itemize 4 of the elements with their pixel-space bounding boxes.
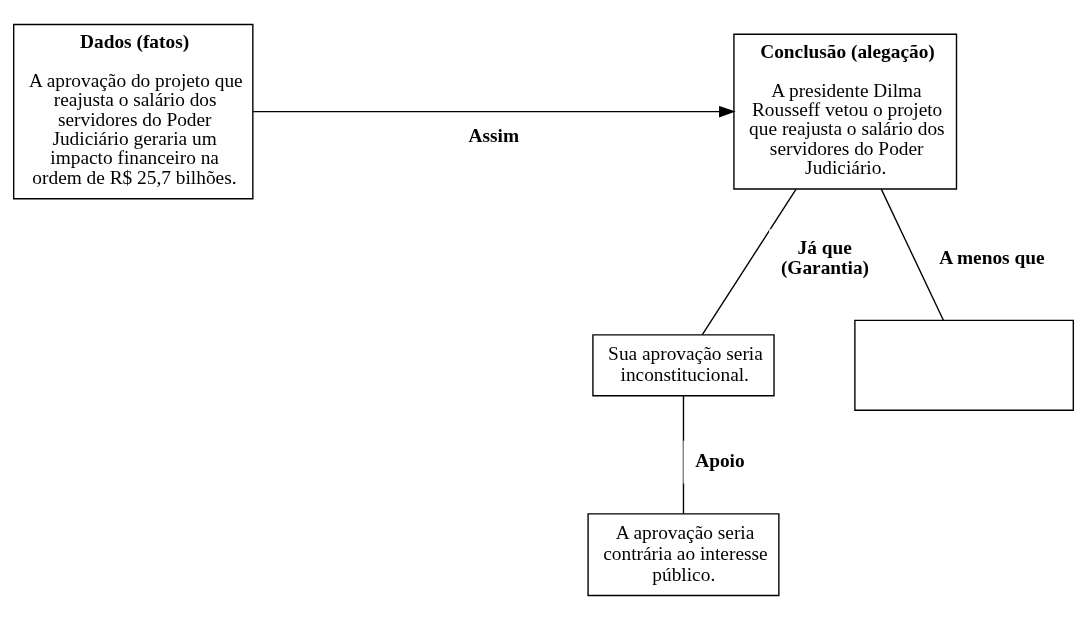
edge-label: Assim: [468, 124, 520, 146]
edge-label: A menos que: [939, 246, 1045, 268]
edge-label: Já que (Garantia): [780, 236, 870, 278]
edge-label: Apoio: [695, 448, 745, 470]
